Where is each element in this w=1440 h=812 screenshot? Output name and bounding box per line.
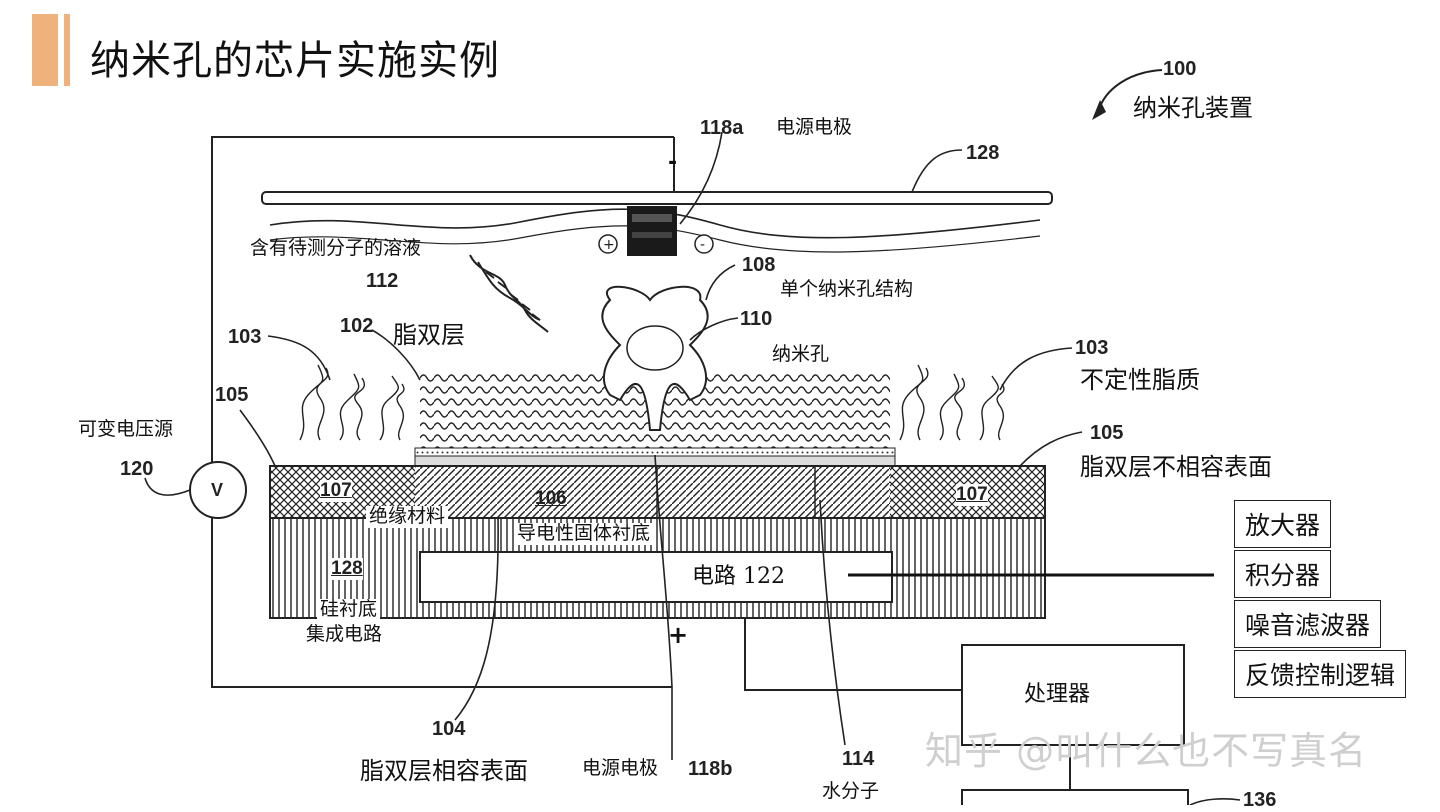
ref-108: 108: [742, 254, 776, 276]
amorphous-lipid-left: [299, 364, 405, 441]
ref-112: 112: [366, 270, 399, 292]
label-insulating-material: 绝缘材料: [366, 505, 449, 528]
label-circuit-122: 电路 122: [692, 564, 785, 589]
label-water-molecule: 水分子: [822, 780, 880, 802]
negative-ion: [694, 234, 714, 254]
label-incompatible-surface: 脂双层不相容表面: [1080, 453, 1272, 481]
label-lipid-bilayer: 脂双层: [393, 321, 465, 349]
ref-136: 136: [1243, 789, 1277, 811]
ref-105-left: 105: [215, 384, 249, 406]
ref-105-right: 105: [1090, 422, 1124, 444]
label-nanopore: 纳米孔: [772, 343, 830, 365]
svg-text:+: +: [603, 237, 615, 253]
label-power-electrode-bottom: 电源电极: [582, 757, 659, 779]
ref-107-right: 107: [956, 484, 988, 506]
minus-sign: -: [668, 150, 678, 175]
box-feedback-logic: 反馈控制逻辑: [1234, 650, 1407, 698]
label-power-electrode-top: 电源电极: [776, 116, 853, 138]
processor-box: [961, 644, 1185, 746]
external-circuit-wire: [211, 136, 674, 688]
box-integrator: 积分器: [1234, 550, 1332, 598]
ref-103-right: 103: [1075, 337, 1109, 359]
circuit-122-box: [419, 551, 893, 603]
ref-114: 114: [842, 748, 875, 770]
ref-100: 100: [1163, 58, 1197, 80]
ref-118a: 118a: [700, 117, 744, 139]
ref-118b: 118b: [688, 758, 733, 780]
top-electrode-block: [627, 206, 677, 256]
top-plate: [261, 191, 1053, 205]
positive-ion: [598, 234, 618, 254]
label-conductive-substrate: 导电性固体衬底: [514, 522, 654, 545]
page-title: 纳米孔的芯片实施实例: [90, 38, 500, 84]
ref-104: 104: [432, 718, 466, 740]
watermark: 知乎 @叫什么也不写真名: [925, 729, 1368, 773]
box-amplifier: 放大器: [1234, 500, 1332, 548]
label-variable-voltage: 可变电压源: [78, 418, 174, 440]
title-accent-bar-thin: [64, 14, 70, 86]
label-silicon-substrate: 硅衬底: [317, 598, 381, 621]
ref-120: 120: [120, 458, 154, 480]
label-solution: 含有待测分子的溶液: [250, 237, 422, 259]
label-processor: 处理器: [1024, 682, 1091, 707]
label-nanopore-device: 纳米孔装置: [1133, 94, 1253, 122]
ref-102: 102: [340, 315, 374, 337]
label-integrated-circuit: 集成电路: [306, 623, 383, 645]
label-amorphous-lipid: 不定性脂质: [1080, 366, 1200, 394]
ref-128-top: 128: [966, 142, 1000, 164]
ref-107-left: 107: [320, 480, 352, 502]
box-noise-filter: 噪音滤波器: [1234, 600, 1382, 648]
plus-sign: +: [668, 621, 689, 649]
ref-110: 110: [740, 308, 773, 330]
label-compatible-surface: 脂双层相容表面: [360, 757, 528, 785]
voltage-v-symbol: V: [211, 480, 224, 500]
ref-103-left: 103: [228, 326, 262, 348]
svg-text:-: -: [700, 237, 705, 253]
ref-106: 106: [535, 488, 567, 509]
title-accent-bar: [32, 14, 58, 86]
label-single-nanopore: 单个纳米孔结构: [780, 278, 914, 300]
ref-128-left: 128: [331, 558, 363, 580]
amorphous-lipid-right: [899, 364, 1005, 441]
nanopore-protein: [601, 285, 709, 431]
